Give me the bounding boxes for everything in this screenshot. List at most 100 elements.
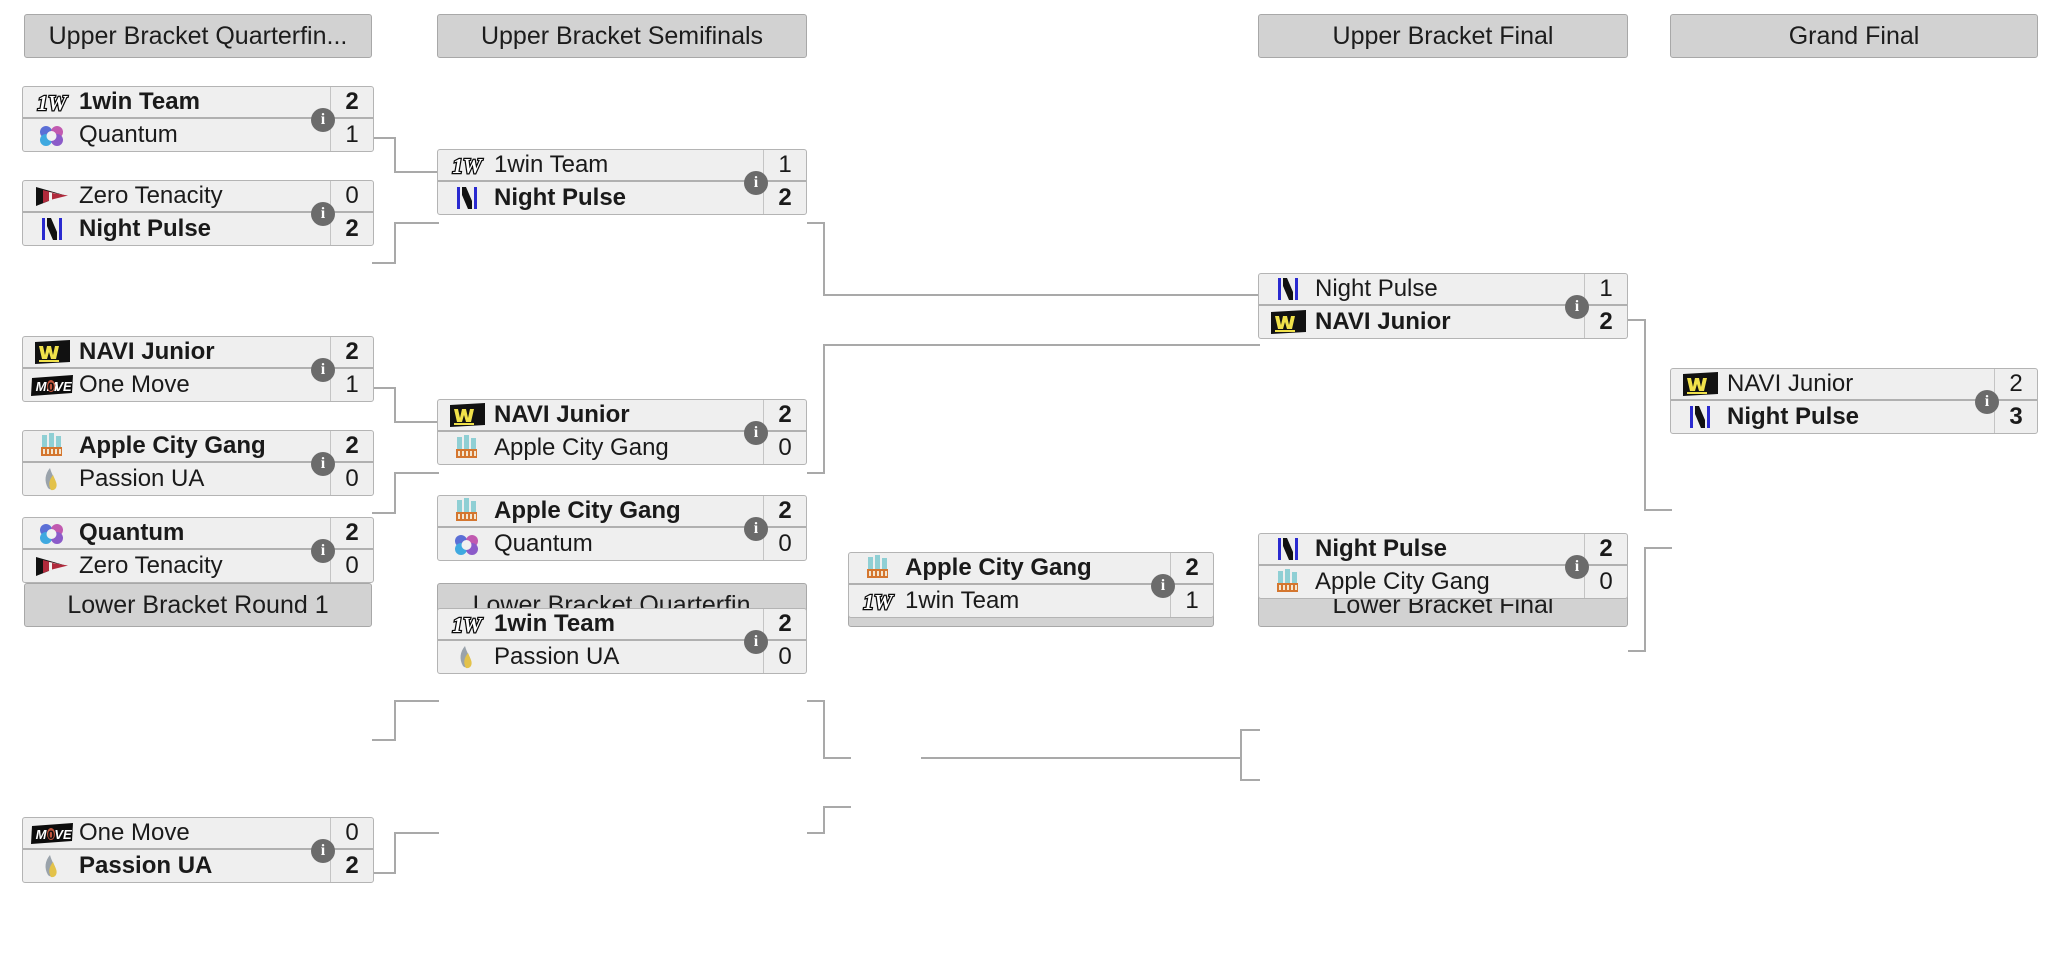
info-icon[interactable]: i	[1565, 555, 1589, 579]
match-row[interactable]: Apple City Gang 0	[438, 432, 806, 464]
info-icon[interactable]: i	[311, 452, 335, 476]
round-header-grand-final[interactable]: Grand Final	[1670, 14, 2038, 58]
match-card-upper-quarterfinal-1[interactable]: 1W 1W 1win Team 2 i Quantum 1	[22, 86, 374, 152]
night-pulse-logo-glyph	[1278, 278, 1298, 301]
match-card-lower-semifinal[interactable]: Apple City Gang 2 i 1W 1W 1win Team 1	[848, 552, 1214, 618]
round-header-upper-bracket-final[interactable]: Upper Bracket Final	[1258, 14, 1628, 58]
match-row[interactable]: Night Pulse 1	[1259, 274, 1627, 307]
match-row[interactable]: 1W 1W 1win Team 1	[438, 150, 806, 183]
info-icon[interactable]: i	[311, 202, 335, 226]
connector	[394, 700, 439, 702]
quantum-logo	[23, 119, 79, 151]
match-card-upper-semifinal-2[interactable]: NAVI Junior 2 i Apple City Gang 0	[437, 399, 807, 465]
quantum-logo	[438, 528, 494, 560]
svg-text:1W: 1W	[452, 613, 483, 637]
match-card-upper-bracket-final[interactable]: Night Pulse 1 i NAVI Junior 2	[1258, 273, 1628, 339]
connector	[372, 872, 396, 874]
match-row[interactable]: Apple City Gang 2	[438, 496, 806, 529]
apple-city-gang-logo-glyph	[456, 498, 477, 522]
match-row[interactable]: Night Pulse 2	[1259, 534, 1627, 567]
passion-ua-logo-glyph	[460, 646, 472, 669]
1win-logo: 1W 1W	[849, 585, 905, 617]
connector	[372, 512, 396, 514]
match-card-upper-quarterfinal-4[interactable]: Apple City Gang 2 i Passion UA 0	[22, 430, 374, 496]
1win-logo: 1W 1W	[23, 87, 79, 117]
connector	[823, 222, 825, 296]
match-card-upper-quarterfinal-2[interactable]: Zero Tenacity 0 i Night Pulse 2	[22, 180, 374, 246]
team-name: Apple City Gang	[494, 497, 681, 525]
team-score: 2	[763, 609, 806, 640]
svg-text:1W: 1W	[863, 590, 894, 614]
1win-logo-glyph: 1W 1W	[451, 612, 484, 638]
team-name: Quantum	[79, 121, 178, 149]
match-row[interactable]: 1W 1W 1win Team 1	[849, 585, 1213, 617]
match-row[interactable]: NAVI Junior 2	[438, 400, 806, 433]
match-card-lower-quarterfinal-2[interactable]: 1W 1W 1win Team 2 i Passion UA 0	[437, 608, 807, 674]
team-name: 1win Team	[494, 151, 609, 179]
match-row[interactable]: M VE 0 One Move 0	[23, 818, 373, 851]
match-row[interactable]: Night Pulse 3	[1671, 401, 2037, 433]
match-row[interactable]: NAVI Junior 2	[23, 337, 373, 370]
match-card-upper-quarterfinal-3[interactable]: NAVI Junior 2 i M VE M 0 One Move 1	[22, 336, 374, 402]
round-header-upper-bracket-semifinals[interactable]: Upper Bracket Semifinals	[437, 14, 807, 58]
svg-text:1W: 1W	[452, 154, 483, 178]
match-row[interactable]: NAVI Junior 2	[1671, 369, 2037, 402]
info-icon[interactable]: i	[311, 839, 335, 863]
match-row[interactable]: Night Pulse 2	[438, 182, 806, 214]
connector	[394, 222, 439, 224]
match-row[interactable]: Quantum 2	[23, 518, 373, 551]
info-icon[interactable]: i	[744, 171, 768, 195]
navi-junior-logo	[23, 337, 79, 367]
match-row[interactable]: 1W 1W 1win Team 2	[438, 609, 806, 642]
info-icon[interactable]: i	[311, 539, 335, 563]
info-icon[interactable]: i	[744, 517, 768, 541]
navi-junior-logo	[1671, 369, 1727, 399]
connector	[1240, 779, 1260, 781]
svg-text:1W: 1W	[452, 154, 483, 178]
round-header-lower-bracket-round-1[interactable]: Lower Bracket Round 1	[24, 583, 372, 627]
round-header-upper-bracket-quarterfinals[interactable]: Upper Bracket Quarterfin...	[24, 14, 372, 58]
match-row[interactable]: Passion UA 0	[438, 641, 806, 673]
team-name: Night Pulse	[79, 215, 212, 243]
match-card-lower-round1-2[interactable]: M VE 0 One Move 0 i Passion UA 2	[22, 817, 374, 883]
team-name: Zero Tenacity	[79, 182, 223, 210]
navi-junior-logo	[438, 400, 494, 430]
connector	[394, 472, 396, 514]
match-card-lower-round1-1[interactable]: Quantum 2 i Zero Tenacity 0	[22, 517, 374, 583]
match-row[interactable]: 1W 1W 1win Team 2	[23, 87, 373, 120]
team-name: Zero Tenacity	[79, 552, 223, 580]
1win-logo-glyph: 1W 1W	[862, 589, 895, 615]
match-row[interactable]: Night Pulse 2	[23, 213, 373, 245]
match-card-lower-quarterfinal-1[interactable]: Apple City Gang 2 i Quantum 0	[437, 495, 807, 561]
info-icon[interactable]: i	[311, 108, 335, 132]
info-icon[interactable]: i	[744, 421, 768, 445]
match-row[interactable]: Passion UA 2	[23, 850, 373, 882]
match-row[interactable]: Passion UA 0	[23, 463, 373, 495]
1win-logo-glyph: 1W 1W	[36, 90, 69, 116]
match-card-upper-semifinal-1[interactable]: 1W 1W 1win Team 1 i Night Pulse 2	[437, 149, 807, 215]
svg-text:VE: VE	[54, 379, 72, 394]
match-row[interactable]: Apple City Gang 2	[849, 553, 1213, 586]
match-row[interactable]: Zero Tenacity 0	[23, 550, 373, 582]
team-score: 2	[763, 400, 806, 431]
one-move-logo: M VE 0	[23, 818, 79, 848]
connector	[1628, 319, 1646, 321]
info-icon[interactable]: i	[1151, 574, 1175, 598]
match-card-lower-bracket-final[interactable]: Night Pulse 2 i Apple City Gang 0	[1258, 533, 1628, 599]
match-row[interactable]: Apple City Gang 0	[1259, 566, 1627, 598]
match-row[interactable]: Apple City Gang 2	[23, 431, 373, 464]
connector	[823, 757, 851, 759]
info-icon[interactable]: i	[1975, 390, 1999, 414]
connector	[807, 832, 825, 834]
team-name: NAVI Junior	[1315, 308, 1451, 336]
match-row[interactable]: Quantum 0	[438, 528, 806, 560]
match-row[interactable]: NAVI Junior 2	[1259, 306, 1627, 338]
apple-city-gang-logo	[438, 496, 494, 526]
match-card-grand-final[interactable]: NAVI Junior 2 i Night Pulse 3	[1670, 368, 2038, 434]
match-row[interactable]: Zero Tenacity 0	[23, 181, 373, 214]
info-icon[interactable]: i	[311, 358, 335, 382]
match-row[interactable]: Quantum 1	[23, 119, 373, 151]
match-row[interactable]: M VE M 0 One Move 1	[23, 369, 373, 401]
info-icon[interactable]: i	[744, 630, 768, 654]
info-icon[interactable]: i	[1565, 295, 1589, 319]
